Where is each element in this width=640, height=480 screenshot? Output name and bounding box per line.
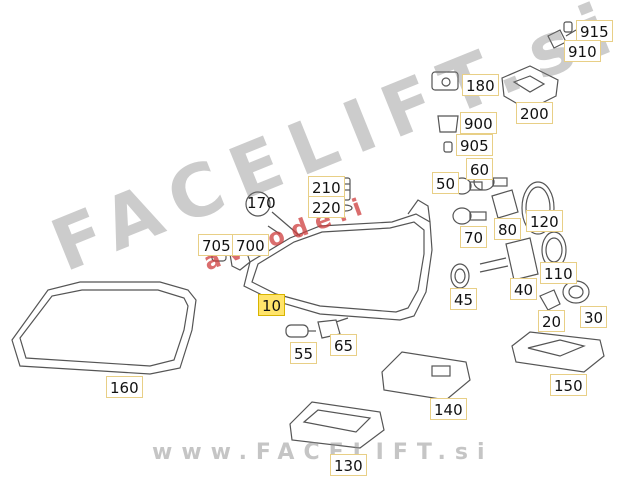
xenon-bulb-40[interactable]: [479, 237, 539, 281]
callout-220[interactable]: 220: [308, 196, 345, 218]
callout-60[interactable]: 60: [466, 158, 494, 180]
callout-180[interactable]: 180: [462, 74, 499, 96]
callout-915[interactable]: 915: [576, 20, 613, 42]
callout-70[interactable]: 70: [460, 226, 488, 248]
callout-200[interactable]: 200: [516, 102, 553, 124]
control-unit-200[interactable]: [501, 65, 559, 111]
callout-910[interactable]: 910: [564, 40, 601, 62]
callout-130[interactable]: 130: [330, 454, 367, 476]
ballast-150[interactable]: [511, 331, 605, 373]
callout-30[interactable]: 30: [580, 306, 608, 328]
connector-180[interactable]: [431, 71, 459, 91]
bulb-55[interactable]: [285, 324, 316, 338]
callout-150[interactable]: 150: [550, 374, 587, 396]
bulb-20[interactable]: [539, 289, 561, 311]
screw-915[interactable]: [563, 21, 573, 33]
callout-705[interactable]: 705: [198, 234, 235, 256]
callout-110[interactable]: 110: [540, 262, 577, 284]
callout-140[interactable]: 140: [430, 398, 467, 420]
callout-50[interactable]: 50: [432, 172, 460, 194]
callout-80[interactable]: 80: [494, 218, 522, 240]
callout-40[interactable]: 40: [510, 278, 538, 300]
callout-900[interactable]: 900: [460, 112, 497, 134]
callout-120[interactable]: 120: [526, 210, 563, 232]
cap-45[interactable]: [450, 263, 470, 289]
callout-170[interactable]: 170: [247, 194, 276, 212]
callout-ring-170: [245, 191, 271, 217]
cap-900[interactable]: [437, 115, 459, 133]
leader-170: [271, 211, 301, 237]
callout-20[interactable]: 20: [538, 310, 566, 332]
cover-80[interactable]: [491, 189, 519, 219]
callout-45[interactable]: 45: [450, 288, 478, 310]
callout-55[interactable]: 55: [290, 342, 318, 364]
screw-905[interactable]: [443, 141, 453, 153]
callout-160[interactable]: 160: [106, 376, 143, 398]
headlamp-lens-160[interactable]: [11, 281, 197, 375]
callout-65[interactable]: 65: [330, 334, 358, 356]
callout-10[interactable]: 10: [258, 294, 286, 316]
callout-210[interactable]: 210: [308, 176, 345, 198]
callout-905[interactable]: 905: [456, 134, 493, 156]
control-module-130[interactable]: [289, 401, 385, 449]
control-module-140[interactable]: [381, 351, 471, 401]
callout-700[interactable]: 700: [232, 234, 269, 256]
bulb-70[interactable]: [452, 207, 487, 225]
